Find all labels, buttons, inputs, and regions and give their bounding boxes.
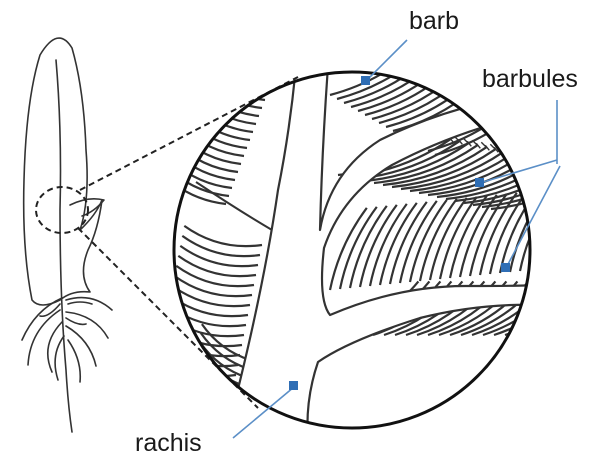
feather-down-plumes bbox=[22, 298, 112, 382]
barbule-stroke-hook bbox=[530, 154, 540, 160]
feather-vane-outline bbox=[24, 38, 102, 305]
barbule-stroke-hook bbox=[512, 150, 522, 156]
barbule-stroke bbox=[195, 387, 243, 423]
barbule-stroke bbox=[516, 281, 594, 335]
barbule-stroke bbox=[202, 70, 265, 100]
barbules-marker-upper bbox=[475, 178, 484, 187]
label-rachis: rachis bbox=[135, 429, 202, 457]
label-barb: barb bbox=[409, 7, 459, 35]
barbule-stroke-hook bbox=[575, 164, 585, 170]
barbule-stroke bbox=[527, 281, 605, 335]
rachis-marker bbox=[289, 381, 298, 390]
barbule-stroke-hook bbox=[503, 148, 513, 154]
magnified-view bbox=[154, 32, 605, 441]
barbule-stroke bbox=[154, 376, 232, 396]
barbules-marker-lower bbox=[501, 263, 510, 272]
label-barbules: barbules bbox=[482, 65, 578, 93]
barbule-stroke-hook bbox=[566, 162, 576, 168]
barbule-stroke-hook bbox=[539, 156, 549, 162]
magnify-region bbox=[36, 187, 88, 233]
feather-shaft bbox=[56, 60, 72, 432]
barb-marker bbox=[361, 76, 370, 85]
barbule-stroke-hook bbox=[584, 166, 594, 172]
barbule-stroke-hook bbox=[557, 160, 567, 166]
barbule-stroke bbox=[194, 396, 242, 432]
feather-illustration bbox=[22, 38, 112, 432]
barbule-stroke-hook bbox=[521, 152, 531, 158]
